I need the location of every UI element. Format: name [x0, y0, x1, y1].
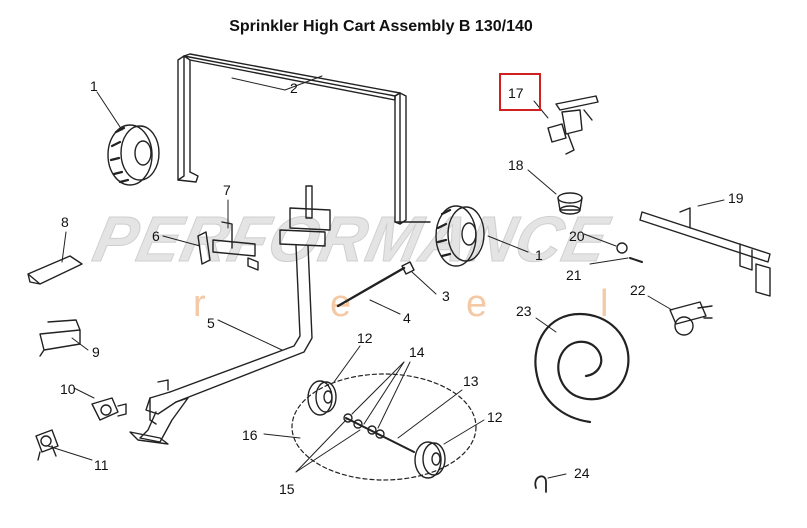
callout-24[interactable]: 24	[574, 465, 590, 481]
callout-1-right[interactable]: 1	[535, 247, 543, 263]
part-19-crossbar	[639, 207, 771, 297]
callout-17[interactable]: 17	[508, 85, 524, 101]
part-1-wheel-right	[435, 205, 485, 267]
callout-3[interactable]: 3	[442, 288, 450, 304]
part-8-plate	[27, 255, 83, 285]
callout-11[interactable]: 11	[94, 457, 109, 473]
part-14-15-spacers	[343, 413, 385, 439]
part-12-wheel-upper	[307, 380, 337, 416]
part-24-hook	[534, 475, 547, 493]
callout-2[interactable]: 2	[290, 80, 298, 96]
part-2-handle-frame	[177, 53, 431, 225]
part-16-wheel-kit-outline	[291, 373, 477, 481]
part-21-pin	[629, 257, 643, 263]
watermark-letter-r: r	[193, 283, 206, 325]
part-23-coiled-hose	[534, 312, 630, 424]
callout-12-lower[interactable]: 12	[487, 409, 503, 425]
part-10-fitting	[91, 397, 127, 421]
callout-19[interactable]: 19	[728, 190, 744, 206]
part-20-washer	[616, 242, 628, 254]
callout-13[interactable]: 13	[463, 373, 479, 389]
callout-4[interactable]: 4	[403, 310, 411, 326]
callout-8[interactable]: 8	[61, 214, 69, 230]
part-22-caster	[669, 301, 713, 336]
watermark-letter-l: l	[600, 283, 609, 325]
diagram-title: Sprinkler High Cart Assembly B 130/140	[229, 18, 533, 35]
callout-22[interactable]: 22	[630, 282, 646, 298]
callout-12-upper[interactable]: 12	[357, 330, 373, 346]
part-13-axle	[345, 417, 415, 453]
part-18-bushing	[557, 192, 583, 215]
part-9-bracket	[39, 319, 81, 357]
callout-23[interactable]: 23	[516, 303, 532, 319]
part-1-wheel-left	[107, 124, 160, 186]
callout-15[interactable]: 15	[279, 481, 295, 497]
callout-14[interactable]: 14	[409, 344, 425, 360]
callout-1-left[interactable]: 1	[90, 78, 98, 94]
part-17-highlight-box	[499, 73, 541, 111]
callout-10[interactable]: 10	[60, 381, 76, 397]
callout-16[interactable]: 16	[242, 427, 258, 443]
part-5-lower-frame	[129, 185, 331, 445]
callout-9[interactable]: 9	[92, 344, 100, 360]
part-7-bracket	[212, 221, 259, 271]
leader-lines	[47, 75, 725, 479]
callout-5[interactable]: 5	[207, 315, 215, 331]
callout-18[interactable]: 18	[508, 157, 524, 173]
callout-20[interactable]: 20	[569, 228, 585, 244]
part-12-wheel-lower	[414, 441, 446, 479]
part-4-rod	[336, 261, 415, 308]
part-17-sprinkler	[547, 95, 599, 155]
part-6-pin	[197, 231, 211, 265]
callout-21[interactable]: 21	[566, 267, 582, 283]
watermark-letter-e2: e	[466, 283, 488, 325]
part-11-fitting	[35, 429, 59, 461]
callout-7[interactable]: 7	[223, 182, 231, 198]
callout-6[interactable]: 6	[152, 228, 160, 244]
